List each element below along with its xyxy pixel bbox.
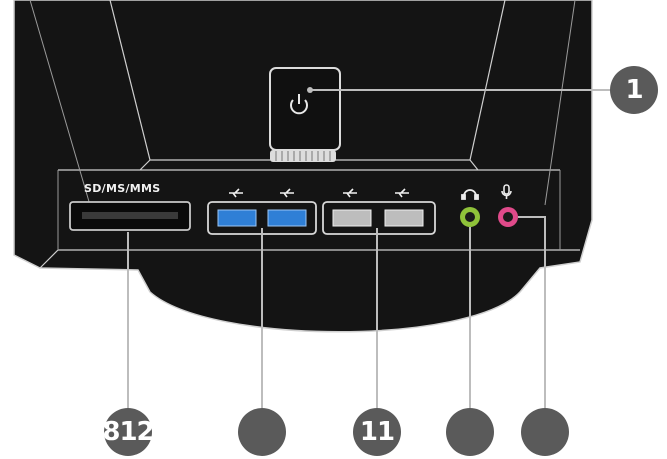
usb2-port-1[interactable] xyxy=(332,209,372,227)
headphone-icon xyxy=(461,189,479,200)
usb3-port-1[interactable] xyxy=(217,209,257,227)
card-reader-label: SD/MS/MMS xyxy=(84,182,161,195)
card-reader-opening xyxy=(82,212,178,219)
microphone-icon xyxy=(501,184,512,199)
leader-lines xyxy=(127,89,612,408)
callout-mic-jack xyxy=(521,408,569,456)
usb2-port-group xyxy=(322,201,436,235)
usb-icon xyxy=(229,188,409,198)
callout-power: 1 xyxy=(610,66,658,114)
callout-card-reader: 812 xyxy=(102,408,155,456)
power-grip xyxy=(270,150,336,162)
bevel-lines-2 xyxy=(29,0,576,250)
usb2-port-2[interactable] xyxy=(384,209,424,227)
usb3-port-2[interactable] xyxy=(267,209,307,227)
power-icon xyxy=(290,94,308,115)
callout-usb2-ports: 11 xyxy=(353,408,401,456)
chassis-body xyxy=(13,0,593,333)
callout-headphone-jack xyxy=(446,408,494,456)
callout-usb3-ports xyxy=(238,408,286,456)
